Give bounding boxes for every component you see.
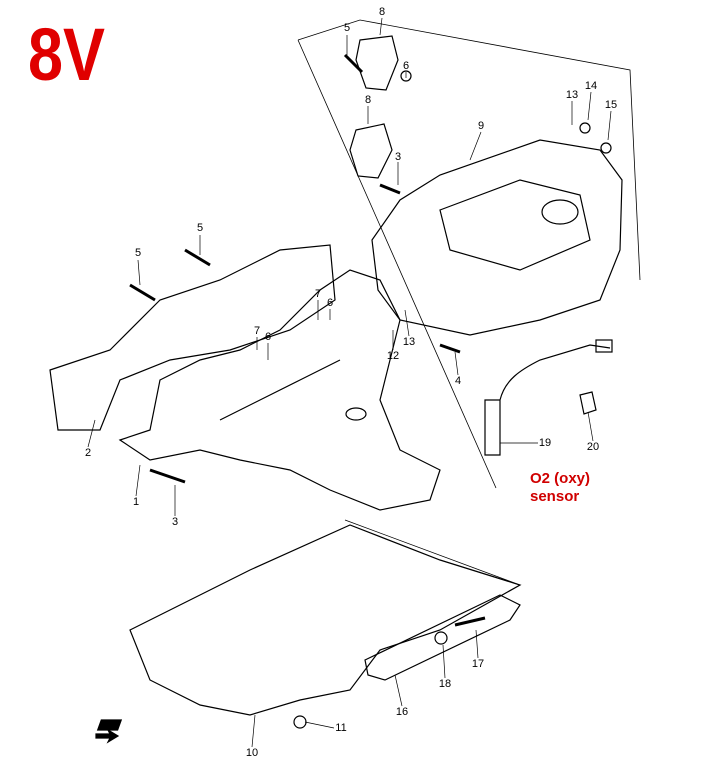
callout-13: 13 — [565, 89, 579, 101]
part-9-heat-shield — [371, 139, 623, 336]
forward-arrow-icon — [95, 719, 123, 744]
part-20-clip — [579, 391, 597, 415]
part-6-nut — [400, 70, 412, 82]
part-8-gasket-2 — [349, 123, 393, 179]
callout-5: 5 — [196, 222, 204, 234]
part-8-gasket — [355, 35, 399, 91]
callout-13: 13 — [402, 336, 416, 348]
o2-sensor-note: O2 (oxy) sensor — [530, 470, 590, 506]
callout-3: 3 — [394, 151, 402, 163]
guide-lines — [297, 19, 641, 586]
callout-19: 19 — [538, 437, 552, 449]
part-18-washer — [434, 631, 448, 645]
callout-7: 7 — [253, 325, 261, 337]
shield-hole — [541, 199, 579, 225]
part-14-nut — [579, 122, 591, 134]
o2-sensor-note-line2: sensor — [530, 488, 580, 505]
part-16-bracket — [364, 594, 521, 681]
callout-14: 14 — [584, 80, 598, 92]
part-19-o2-sensor — [484, 344, 611, 456]
callout-17: 17 — [471, 658, 485, 670]
callout-10: 10 — [245, 747, 259, 759]
part-15-nut — [600, 142, 612, 154]
callout-12: 12 — [386, 350, 400, 362]
leader-lines — [87, 17, 612, 748]
part-10-lower-cover — [129, 524, 522, 716]
callout-15: 15 — [604, 99, 618, 111]
part-1-exhaust-manifold — [118, 269, 441, 511]
callout-5: 5 — [343, 22, 351, 34]
callout-7: 7 — [314, 288, 322, 300]
callout-1: 1 — [132, 496, 140, 508]
callout-11: 11 — [335, 722, 347, 734]
callout-6: 6 — [264, 331, 272, 343]
fasteners — [129, 53, 486, 627]
engine-variant-title: 8V — [28, 13, 105, 96]
callout-3: 3 — [171, 516, 179, 528]
callout-18: 18 — [438, 678, 452, 690]
part-11-bolt — [293, 715, 307, 729]
callout-20: 20 — [586, 441, 600, 453]
o2-sensor-port — [345, 407, 367, 421]
o2-sensor-note-line1: O2 (oxy) — [530, 470, 591, 487]
callout-4: 4 — [454, 375, 462, 387]
part-2-manifold-gasket — [49, 244, 336, 431]
callout-8: 8 — [364, 94, 372, 106]
callout-9: 9 — [477, 120, 485, 132]
callout-6: 6 — [326, 297, 334, 309]
callout-6: 6 — [402, 60, 410, 72]
callout-2: 2 — [84, 447, 92, 459]
sensor-connector — [595, 339, 613, 353]
callout-8: 8 — [378, 6, 386, 18]
callout-16: 16 — [395, 706, 409, 718]
callout-5: 5 — [134, 247, 142, 259]
